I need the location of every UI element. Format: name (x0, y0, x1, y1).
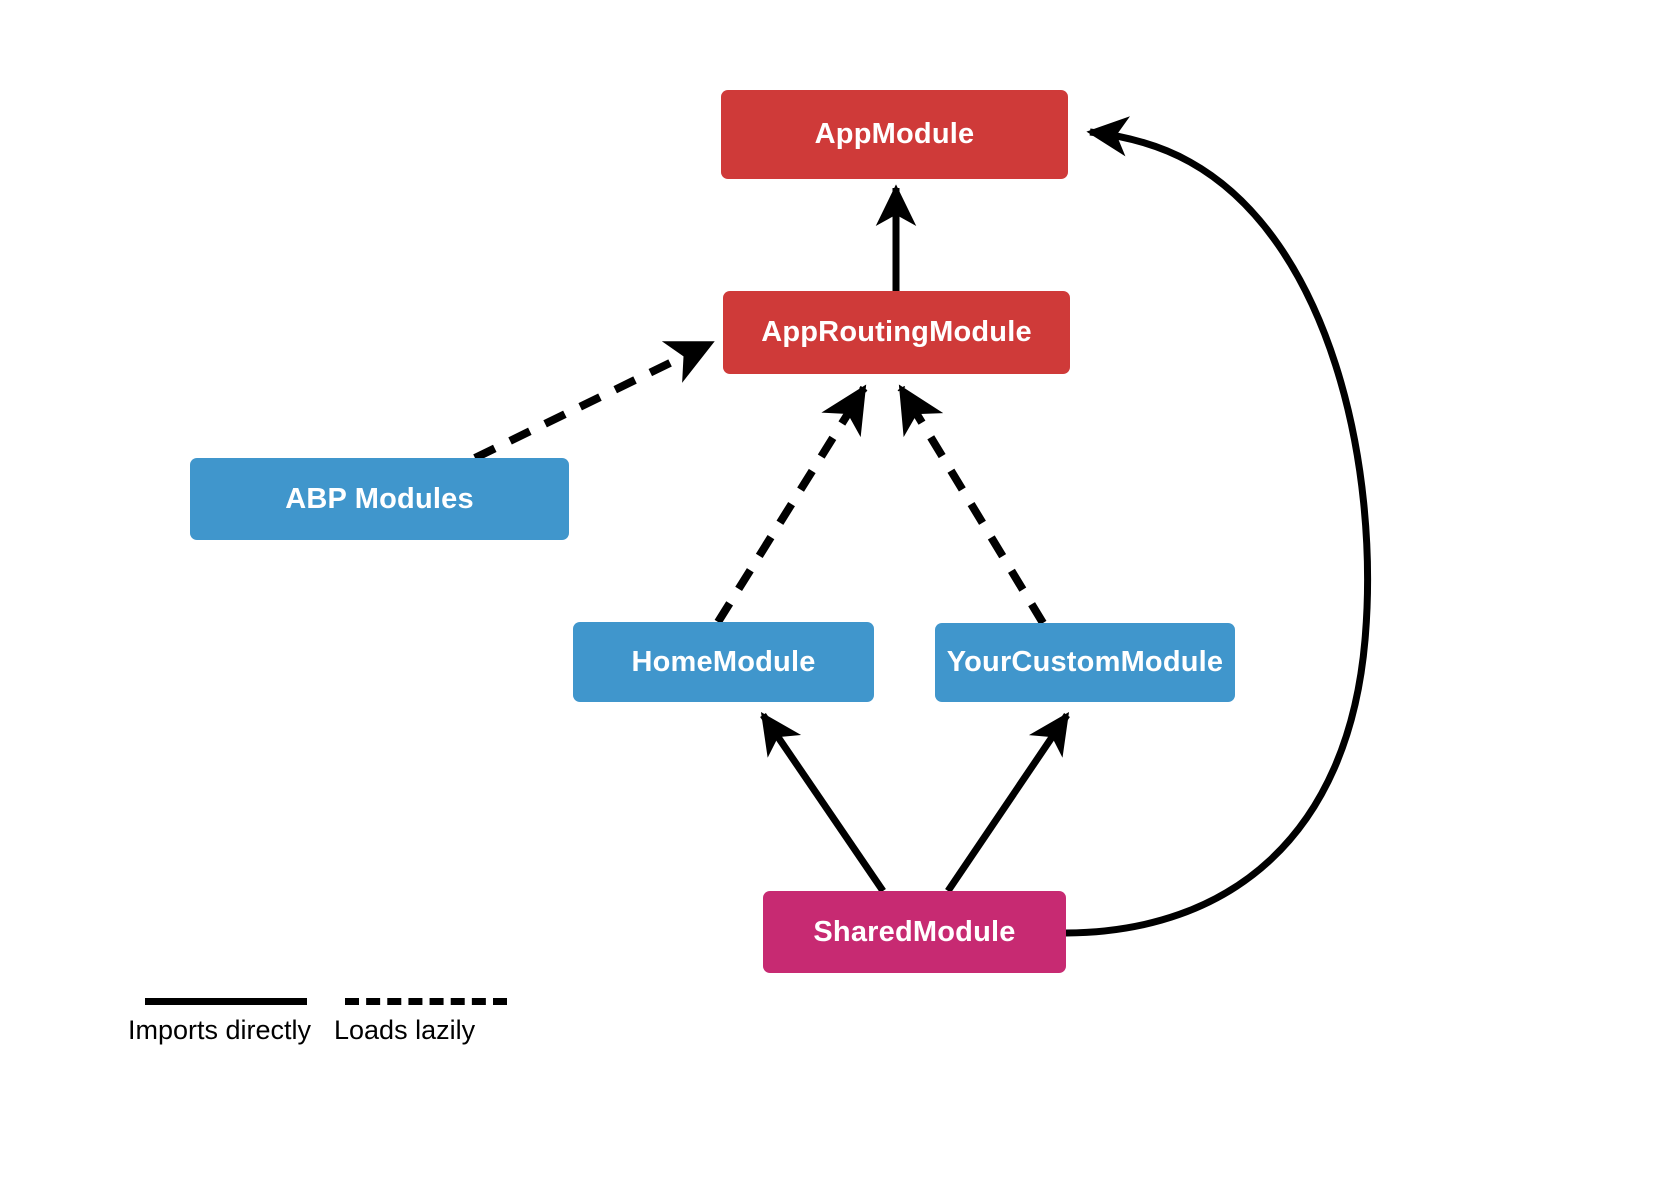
legend-imports-directly-label: Imports directly (128, 1015, 312, 1045)
node-shared-module-label: SharedModule (813, 915, 1016, 948)
node-abp-modules[interactable]: ABP Modules (190, 458, 569, 540)
edge-abpmodules-to-approuting (473, 339, 715, 462)
node-app-module-label: AppModule (814, 118, 975, 150)
legend-loads-lazily-line (345, 998, 507, 1005)
node-app-routing-module[interactable]: AppRoutingModule (723, 291, 1070, 374)
edge-yourcustommodule-to-approuting (897, 384, 1047, 626)
edge-sharedmodule-to-homemodule (760, 712, 886, 893)
node-your-custom-module[interactable]: YourCustomModule (935, 623, 1235, 702)
node-your-custom-module-label: YourCustomModule (946, 646, 1224, 678)
edge-sharedmodule-to-yourcustommodule (945, 712, 1070, 893)
node-app-module[interactable]: AppModule (721, 90, 1068, 179)
node-home-module-label: HomeModule (631, 645, 816, 678)
node-abp-modules-label: ABP Modules (285, 482, 474, 515)
node-app-routing-module-label: AppRoutingModule (761, 316, 1032, 348)
edge-homemodule-to-approuting (714, 384, 868, 625)
node-shared-module[interactable]: SharedModule (763, 891, 1066, 973)
legend-imports-directly-line (145, 998, 307, 1005)
edge-sharedmodule-to-appmodule (1065, 116, 1372, 937)
legend-loads-lazily-label: Loads lazily (334, 1015, 476, 1045)
node-home-module[interactable]: HomeModule (573, 622, 874, 702)
